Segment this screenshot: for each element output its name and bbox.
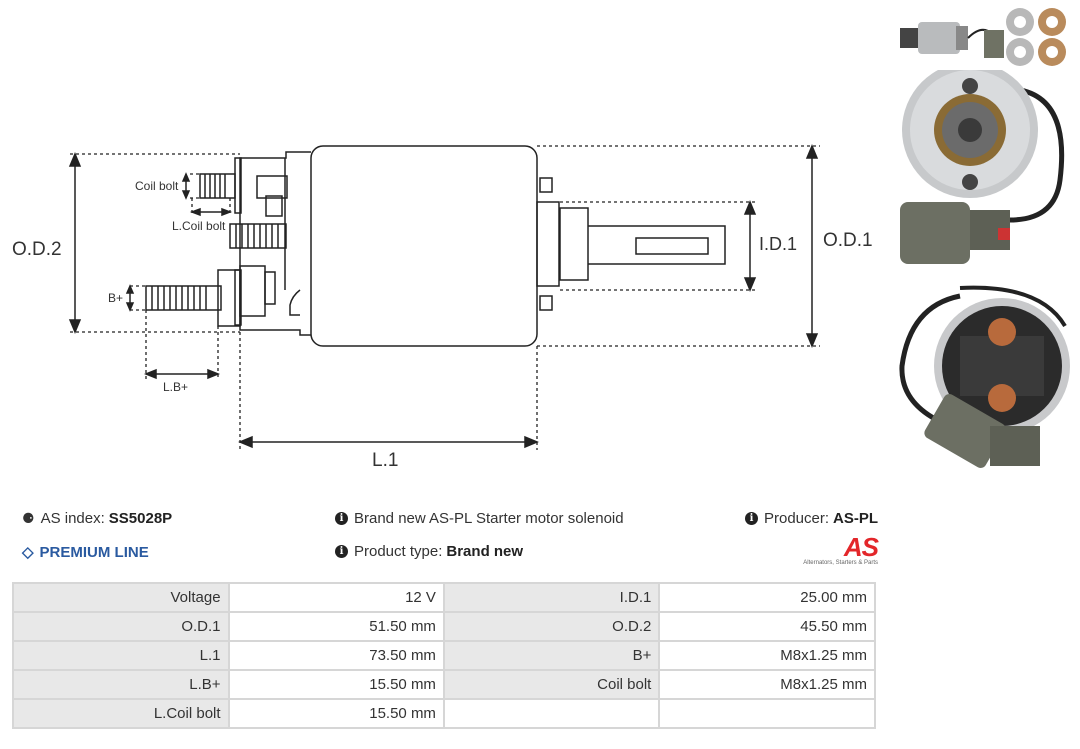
spec-key: O.D.2	[442, 611, 661, 642]
spec-key: L.Coil bolt	[12, 698, 230, 729]
description: i Brand new AS-PL Starter motor solenoid	[335, 510, 624, 527]
spec-value: M8x1.25 mm	[658, 640, 876, 671]
producer: i Producer: AS-PL	[745, 510, 878, 527]
tag-icon: ⚈	[22, 510, 35, 526]
product-type-label: Product type:	[354, 543, 443, 560]
spec-key: Coil bolt	[442, 669, 661, 700]
plunger-shape	[588, 225, 726, 265]
product-photo-kit[interactable]	[892, 4, 1076, 70]
as-index-value: SS5028P	[108, 510, 173, 527]
spec-value: 15.50 mm	[227, 698, 445, 729]
solenoid-rear-housing	[239, 151, 311, 336]
product-type-value: Brand new	[446, 543, 524, 560]
spec-key: L.1	[12, 640, 230, 671]
label-od2: O.D.2	[12, 239, 62, 260]
spec-value	[658, 698, 876, 729]
spec-value: 45.50 mm	[658, 611, 876, 642]
spec-key: Voltage	[12, 582, 230, 613]
spec-value: 73.50 mm	[227, 640, 445, 671]
description-text: Brand new AS-PL Starter motor solenoid	[354, 510, 624, 527]
spec-key: L.B+	[12, 669, 230, 700]
spec-value: 25.00 mm	[658, 582, 876, 613]
label-od1: O.D.1	[823, 230, 873, 251]
b-plus-bolt-shape	[145, 285, 222, 311]
spec-key: I.D.1	[442, 582, 661, 613]
coil-bolt-shape	[199, 173, 236, 199]
diamond-icon: ◇	[22, 544, 34, 561]
label-l-b-plus: L.B+	[163, 380, 188, 394]
as-logo-tagline: Alternators, Starters & Parts	[803, 560, 878, 566]
info-icon: i	[745, 512, 758, 525]
label-l-coil-bolt: L.Coil bolt	[172, 219, 226, 233]
label-coil-bolt: Coil bolt	[135, 179, 179, 193]
info-icon: i	[335, 545, 348, 558]
info-icon: i	[335, 512, 348, 525]
product-photo-rear[interactable]	[890, 276, 1080, 476]
label-id1: I.D.1	[759, 234, 797, 254]
premium-line[interactable]: ◇ PREMIUM LINE	[22, 543, 149, 562]
producer-label: Producer:	[764, 510, 830, 527]
spec-key	[442, 698, 661, 729]
product-type: i Product type: Brand new	[335, 543, 523, 560]
spec-key: B+	[442, 640, 661, 671]
spec-value: M8x1.25 mm	[658, 669, 876, 700]
spec-value: 15.50 mm	[227, 669, 445, 700]
producer-value: AS-PL	[833, 510, 879, 527]
as-index: ⚈ AS index: SS5028P	[22, 510, 172, 527]
solenoid-body	[310, 145, 538, 347]
as-index-label: AS index:	[40, 510, 105, 527]
label-l1: L.1	[372, 450, 398, 471]
premium-label: PREMIUM LINE	[39, 543, 149, 561]
as-logo[interactable]: AS Alternators, Starters & Parts	[790, 532, 879, 566]
product-photo-front[interactable]	[890, 70, 1080, 270]
technical-drawing: O.D.2 O.D.1 I.D.1 L.1 Coil bolt L.Coil b…	[12, 144, 873, 471]
spec-value: 12 V	[227, 582, 445, 613]
label-b-plus: B+	[108, 291, 123, 305]
spec-key: O.D.1	[12, 611, 230, 642]
spec-value: 51.50 mm	[227, 611, 445, 642]
as-logo-mark: AS	[843, 532, 879, 562]
